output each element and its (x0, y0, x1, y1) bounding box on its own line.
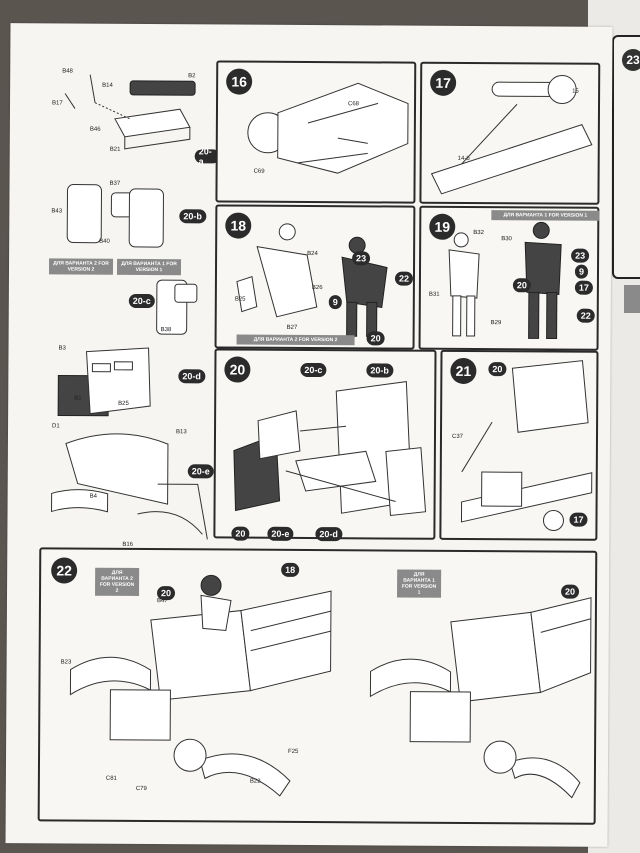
engine-frame-drawing (247, 82, 409, 174)
paint-callout: 22 (394, 271, 414, 286)
part-label: B32 (473, 229, 484, 237)
sub-step-callout: 20-d (315, 527, 342, 542)
part-label: B25 (118, 400, 129, 407)
paint-callout: 20 (156, 586, 176, 601)
part-label: B1 (74, 395, 82, 402)
part-label: B30 (501, 236, 512, 243)
step-19-panel: 19 ДЛЯ ВАРИАНТА 1 FOR VERSION 1 B32 B30 … (418, 205, 600, 351)
axle-drawing (430, 75, 593, 195)
sub-step-20c: 20-c (128, 293, 155, 309)
sub-step-callout: 20-e (267, 526, 294, 541)
paint-callout: 20 (366, 331, 385, 346)
part-label: B46 (89, 126, 101, 133)
part-label: B3 (58, 345, 66, 352)
door-inner-drawing (156, 279, 198, 335)
part-label: B21 (109, 146, 121, 153)
part-label: B17 (52, 100, 63, 107)
cab-shell-drawing (51, 433, 208, 540)
part-label: B4 (89, 493, 97, 500)
paint-callout: 23 (352, 251, 371, 266)
cab-on-chassis-drawing (460, 360, 593, 531)
part-label: B37 (109, 180, 121, 187)
part-label: B24 (307, 250, 318, 258)
cab-assembly-drawing (233, 381, 427, 517)
part-label: 15 (572, 88, 579, 95)
part-label: B2 (188, 73, 196, 80)
part-label: B23 (60, 659, 72, 666)
step-20-panel: 20 20 20-e 20-d 20-c 20-b (213, 348, 437, 542)
adjacent-page-panel: 23 (612, 35, 640, 279)
step-17-panel: 17 14-b 15 (419, 61, 601, 205)
left-column: B48 B14 B2 B17 B46 B21 20-a B37 B43 B40 … (37, 68, 220, 548)
sub-step-callout: 20-b (366, 363, 393, 378)
paint-callout: 9 (574, 264, 589, 279)
seated-figures-drawing (236, 223, 388, 337)
version-2-badge: ДЛЯ ВАРИАНТА 2 FOR VERSION 2 (236, 334, 355, 346)
part-label: B26 (311, 285, 323, 292)
part-label: B43 (51, 208, 63, 215)
part-label: C81 (105, 775, 117, 782)
part-label: B22 (249, 778, 261, 785)
seat-parts-drawing (64, 74, 196, 150)
part-label: B38 (160, 327, 172, 334)
sub-step-20d: 20-d (178, 369, 205, 384)
part-label: B40 (99, 238, 110, 245)
step-22-panel: 22 ДЛЯ ВАРИАНТА 2 FOR VERSION 2 B23 B47 … (37, 547, 598, 825)
part-label: F25 (288, 748, 299, 755)
adjacent-page-badge (624, 285, 640, 313)
truck-version-2-drawing (69, 574, 332, 797)
paint-callout: 17 (574, 280, 593, 295)
part-label: C79 (135, 785, 147, 793)
part-label: B29 (490, 320, 502, 327)
standing-figures-drawing (448, 221, 562, 340)
sub-step-20b: 20-b (179, 209, 206, 224)
paint-callout: 20 (512, 278, 531, 293)
part-label: D1 (52, 423, 60, 430)
part-label: C69 (253, 168, 265, 175)
part-label: B48 (62, 68, 73, 75)
part-label: 14-b (457, 155, 470, 162)
step-21-panel: 21 C37 20 17 (439, 349, 599, 541)
part-label: B25 (234, 296, 246, 303)
step-18-panel: 18 B24 B25 B26 B27 23 22 9 20 ДЛЯ ВАРИАН… (214, 204, 416, 350)
part-label: B27 (286, 324, 298, 331)
sub-step-callout: 20 (231, 526, 250, 541)
part-label: B13 (175, 429, 187, 436)
version-1-badge: ДЛЯ ВАРИАНТА 1 FOR VERSION 1 (116, 258, 182, 276)
sub-step-callout: 20 (488, 362, 507, 377)
paint-callout: 22 (576, 308, 595, 323)
figure-callout: 18 (281, 562, 300, 577)
paint-callout: 20 (561, 584, 580, 599)
rear-panel-drawing (57, 347, 151, 417)
instruction-sheet: B48 B14 B2 B17 B46 B21 20-a B37 B43 B40 … (5, 23, 613, 847)
adjacent-step-number: 23 (622, 49, 640, 71)
sub-step-callout: 20-c (300, 362, 327, 378)
sub-step-callout: 17 (569, 512, 588, 527)
step-16-panel: 16 C68 C69 (215, 60, 417, 204)
truck-version-1-drawing (369, 597, 592, 799)
door-parts-drawing (66, 184, 164, 248)
part-label: B31 (428, 291, 440, 298)
paint-callout: 9 (328, 295, 342, 310)
part-label: C68 (348, 101, 360, 108)
paint-callout: 23 (571, 248, 590, 263)
part-label: C37 (451, 433, 464, 440)
part-label: B14 (102, 82, 113, 89)
sub-step-20e: 20-e (187, 464, 214, 479)
version-2-badge: ДЛЯ ВАРИАНТА 2 FOR VERSION 2 (48, 258, 114, 275)
